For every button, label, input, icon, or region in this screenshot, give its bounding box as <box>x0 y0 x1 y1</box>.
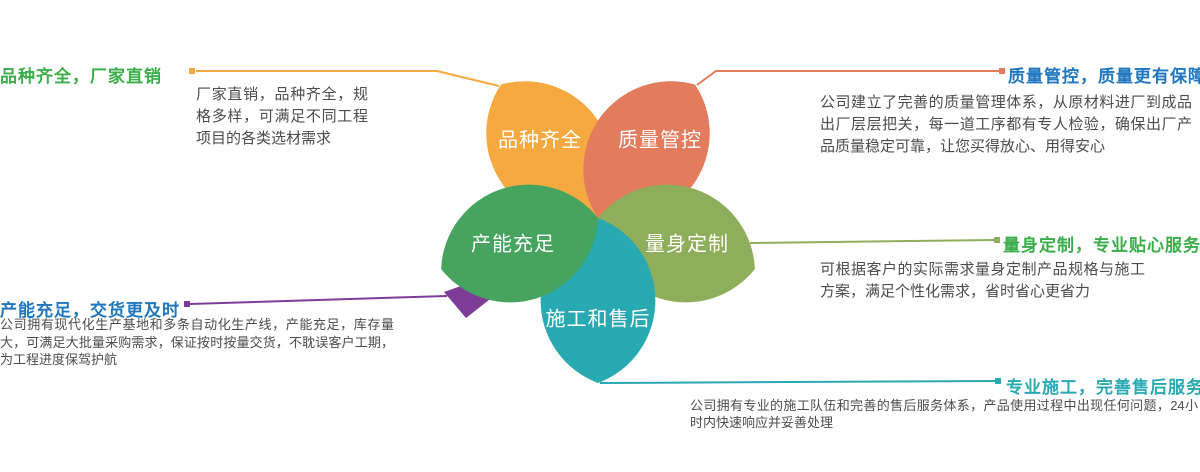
endpoint-marker-quality <box>999 68 1005 74</box>
petal-capacity <box>441 184 598 303</box>
petal-label-capacity: 产能充足 <box>471 232 555 255</box>
callout-line-custom <box>749 239 997 244</box>
endpoint-marker-variety <box>189 68 195 74</box>
endpoint-marker-custom <box>994 237 1000 243</box>
callout-title-capacity: 产能充足，交货更及时 <box>0 301 180 320</box>
callout-line-variety <box>196 70 500 87</box>
callout-title-service: 专业施工，完善售后服务 <box>1006 378 1200 397</box>
callout-body-service: 公司拥有专业的施工队伍和完善的售后服务体系，产品使用过程中出现任何问题，24小时… <box>690 398 1198 430</box>
petal-label-variety: 品种齐全 <box>498 128 582 151</box>
callout-body-quality: 公司建立了完善的质量管理体系，从原材料进厂到成品出厂层层把关，每一道工序都有专人… <box>820 94 1192 155</box>
callout-body-custom: 可根据客户的实际需求量身定制产品规格与施工方案，满足个性化需求，省时省心更省力 <box>820 261 1145 300</box>
endpoint-marker-service <box>995 378 1001 384</box>
callout-line-capacity <box>189 295 448 305</box>
callout-body-capacity: 公司拥有现代化生产基地和多条自动化生产线，产能充足，库存量大，可满足大批量采购需… <box>0 317 394 367</box>
callout-line-quality <box>696 70 1001 86</box>
callout-title-quality: 质量管控，质量更有保障 <box>1008 67 1200 86</box>
petal-label-custom: 量身定制 <box>645 232 729 255</box>
petal-label-service: 施工和售后 <box>546 307 651 330</box>
petal-label-quality: 质量管控 <box>618 128 702 151</box>
endpoint-marker-capacity <box>184 301 190 307</box>
callout-line-service <box>599 380 998 384</box>
callout-body-variety: 厂家直销，品种齐全，规格多样，可满足不同工程项目的各类选材需求 <box>196 86 368 147</box>
callout-title-variety: 品种齐全，厂家直销 <box>0 67 162 86</box>
callout-title-custom: 量身定制，专业贴心服务 <box>1003 236 1200 255</box>
